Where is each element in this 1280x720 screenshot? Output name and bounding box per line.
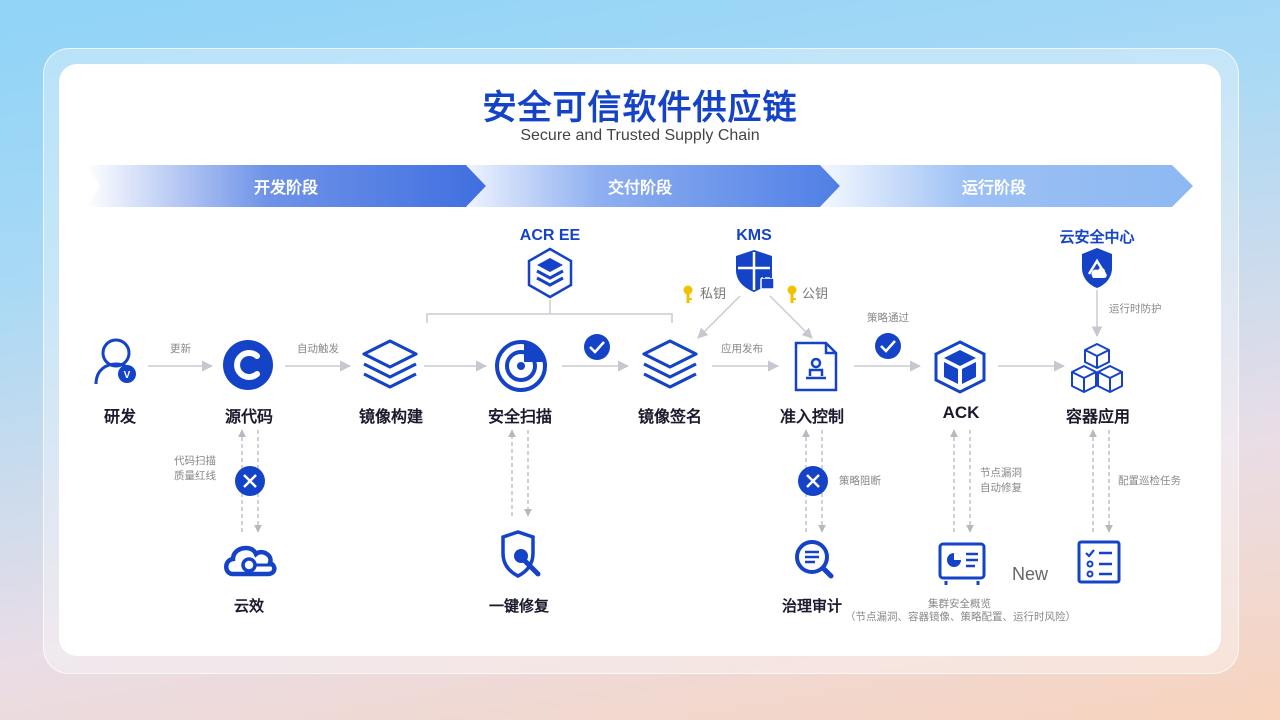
node-ack-label: ACK [942, 403, 980, 422]
edge-runtime-protect-label: 运行时防护 [1109, 303, 1162, 315]
stage-delivery-label: 交付阶段 [607, 178, 672, 197]
yunxiao-cloud-icon [224, 545, 277, 577]
node-yunxiao-label: 云效 [233, 597, 265, 615]
edge-auto-fix-label: 自动修复 [980, 482, 1022, 494]
acr-ee-label: ACR EE [519, 227, 581, 244]
dashboard-icon [938, 542, 986, 585]
layers-build-icon [362, 339, 418, 389]
check-badge-icon [875, 333, 901, 359]
overview-detail: （节点漏洞、容器镜像、策略配置、运行时风险） [845, 611, 1076, 623]
stage-banner-delivery [466, 165, 840, 207]
public-key-icon [787, 285, 797, 303]
node-source-label: 源代码 [224, 407, 274, 426]
kms-label: KMS [736, 227, 772, 244]
cloud-security-label: 云安全中心 [1059, 228, 1135, 246]
node-fix-label: 一键修复 [488, 597, 550, 615]
edge-policy-block-label: 策略阻断 [839, 475, 881, 487]
edge-policy-pass-label: 策略通过 [867, 312, 909, 324]
public-key-label: 公钥 [802, 287, 829, 302]
page-subtitle: Secure and Trusted Supply Chain [520, 127, 760, 144]
stage-banner-dev [86, 165, 486, 207]
edge-code-scan-label: 代码扫描 [174, 455, 216, 467]
node-dev-label: 研发 [103, 407, 137, 426]
edge-app-publish-label: 应用发布 [721, 343, 763, 355]
svg-text:V: V [124, 370, 131, 381]
kms-shield-icon [736, 250, 775, 292]
container-app-icon [1071, 343, 1123, 393]
new-badge: New [1012, 564, 1049, 584]
node-scan-label: 安全扫描 [487, 407, 553, 426]
private-key-label: 私钥 [700, 287, 727, 302]
acr-ee-icon [527, 247, 573, 299]
layers-sign-icon [642, 339, 698, 389]
node-admission-label: 准入控制 [779, 407, 845, 426]
edge-auto-trigger-label: 自动触发 [297, 343, 339, 355]
node-app-label: 容器应用 [1065, 407, 1131, 426]
stage-banner-runtime [820, 165, 1193, 207]
ack-cube-icon [934, 340, 986, 394]
page-title: 安全可信软件供应链 [482, 88, 798, 128]
edge-quality-line-label: 质量红线 [174, 470, 216, 482]
edge-node-vuln-label: 节点漏洞 [980, 467, 1022, 479]
overview-title: 集群安全概览 [928, 598, 991, 610]
cloud-security-shield-icon [1082, 248, 1112, 288]
security-scan-icon [495, 340, 547, 392]
source-code-icon [223, 340, 273, 390]
node-build-label: 镜像构建 [358, 407, 424, 426]
checklist-icon [1077, 540, 1121, 584]
block-x-icon [798, 466, 828, 496]
audit-search-icon [795, 540, 834, 579]
edge-config-patrol-label: 配置巡检任务 [1118, 475, 1181, 487]
stage-runtime-label: 运行阶段 [961, 178, 1026, 197]
block-x-icon [235, 466, 265, 496]
admission-document-icon [794, 341, 838, 392]
edge-update-label: 更新 [170, 343, 191, 355]
developer-icon: V [94, 338, 136, 385]
node-sign-label: 镜像签名 [637, 407, 703, 426]
private-key-icon [683, 285, 693, 303]
check-badge-icon [584, 334, 610, 360]
node-audit-label: 治理审计 [781, 597, 843, 615]
stage-dev-label: 开发阶段 [253, 178, 318, 197]
repair-shield-icon [501, 530, 541, 578]
